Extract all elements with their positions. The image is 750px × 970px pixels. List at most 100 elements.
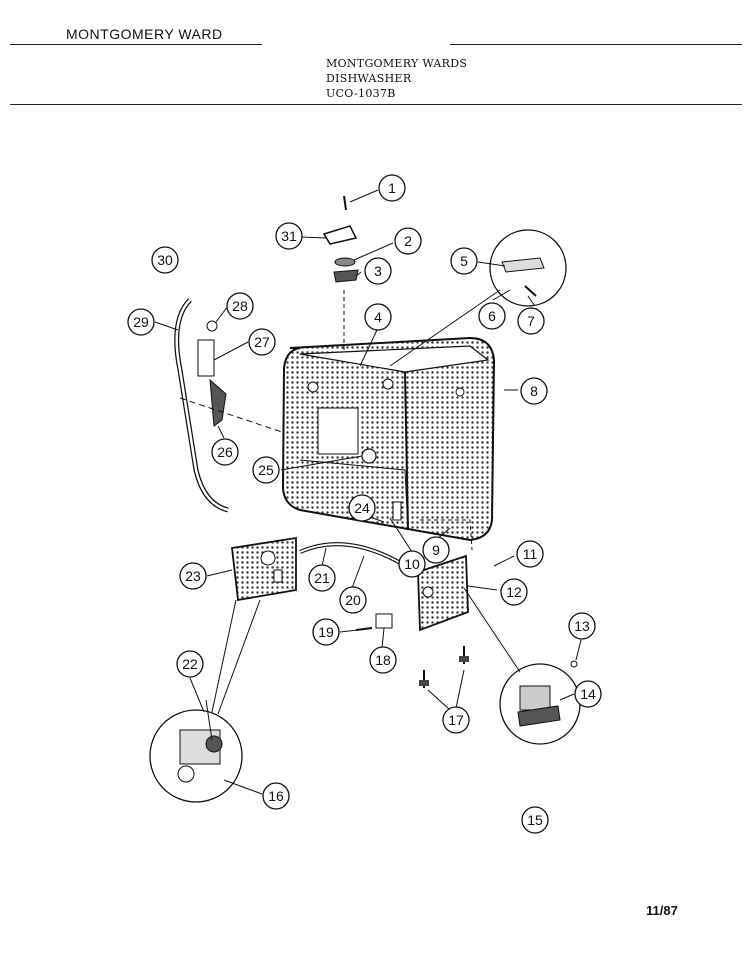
callout-number: 16	[268, 788, 284, 804]
callout-number: 11	[523, 546, 538, 562]
callout-number: 15	[527, 812, 543, 828]
callout-number: 25	[258, 462, 274, 478]
callout-circle	[442, 706, 470, 734]
callout-circle	[369, 646, 397, 674]
callout-circle	[422, 536, 450, 564]
callout-31: 31	[275, 222, 303, 250]
callout-number: 2	[404, 233, 412, 249]
callout-number: 4	[374, 309, 382, 325]
callout-circle	[179, 562, 207, 590]
callout-circle	[211, 438, 239, 466]
callout-28: 28	[226, 292, 254, 320]
brand-name: MONTGOMERY WARD	[66, 26, 223, 42]
callout-22: 22	[176, 650, 204, 678]
title-line-3: UCO-1037B	[326, 87, 396, 100]
pump-inset	[149, 599, 261, 803]
callout-number: 1	[388, 180, 396, 196]
callout-circle	[516, 540, 544, 568]
callout-number: 27	[254, 334, 270, 350]
callout-circle	[348, 494, 376, 522]
callout-20: 20	[339, 586, 367, 614]
callout-14: 14	[574, 680, 602, 708]
callout-number: 19	[318, 624, 334, 640]
page-code: 11/87	[646, 903, 678, 918]
callout-12: 12	[500, 578, 528, 606]
callout-number: 13	[574, 618, 590, 634]
callout-number: 24	[354, 500, 370, 516]
callout-number: 14	[580, 686, 596, 702]
callout-circle	[500, 578, 528, 606]
callout-circle	[312, 618, 340, 646]
callout-8: 8	[520, 377, 548, 405]
callout-circle	[176, 650, 204, 678]
callout-30: 30	[151, 246, 179, 274]
callout-number: 8	[530, 383, 538, 399]
callout-number: 23	[185, 568, 201, 584]
title-line-2: DISHWASHER	[326, 72, 412, 85]
callout-3: 3	[364, 257, 392, 285]
callout-number: 26	[217, 444, 233, 460]
callout-number: 7	[527, 313, 535, 329]
callout-circle	[517, 307, 545, 335]
drain-tube	[299, 542, 414, 572]
callout-18: 18	[369, 646, 397, 674]
fill-hose-assembly	[174, 298, 283, 513]
header-rule-right	[450, 44, 742, 45]
callout-circle	[521, 806, 549, 834]
front-panel-23	[231, 536, 297, 602]
callout-circle	[394, 227, 422, 255]
callout-circle	[275, 222, 303, 250]
callout-number: 29	[133, 314, 149, 330]
callout-circle	[378, 174, 406, 202]
callout-2: 2	[394, 227, 422, 255]
callout-21: 21	[308, 564, 336, 592]
title-line-1: MONTGOMERY WARDS	[326, 57, 468, 70]
callout-number: 30	[157, 252, 173, 268]
callout-circle	[262, 782, 290, 810]
callout-circle	[520, 377, 548, 405]
callout-number: 3	[374, 263, 382, 279]
callout-17: 17	[442, 706, 470, 734]
callout-number: 9	[432, 542, 440, 558]
callout-number: 31	[281, 228, 297, 244]
side-panel-12	[417, 519, 473, 632]
callout-number: 20	[345, 592, 361, 608]
callout-4: 4	[364, 303, 392, 331]
callout-circle	[450, 247, 478, 275]
callout-circle	[308, 564, 336, 592]
callout-10: 10	[398, 550, 426, 578]
callout-5: 5	[450, 247, 478, 275]
callout-number: 10	[404, 556, 420, 572]
callout-circle	[339, 586, 367, 614]
hinge-detail-inset	[389, 229, 567, 367]
tub-assembly	[281, 336, 496, 542]
callout-circle	[364, 257, 392, 285]
leader-lines	[154, 189, 582, 795]
callout-circle	[398, 550, 426, 578]
callout-circle	[252, 456, 280, 484]
callout-6: 6	[478, 302, 506, 330]
callout-number: 6	[488, 308, 496, 324]
callout-number: 18	[375, 652, 391, 668]
callout-29: 29	[127, 308, 155, 336]
callout-23: 23	[179, 562, 207, 590]
callout-circle	[364, 303, 392, 331]
callout-number: 12	[506, 584, 522, 600]
callout-19: 19	[312, 618, 340, 646]
callout-number: 28	[232, 298, 248, 314]
callout-13: 13	[568, 612, 596, 640]
header-rule-left	[10, 44, 262, 45]
callout-number: 21	[314, 570, 330, 586]
callout-25: 25	[252, 456, 280, 484]
callout-number: 17	[448, 712, 464, 728]
callout-circle	[248, 328, 276, 356]
callout-24: 24	[348, 494, 376, 522]
callout-26: 26	[211, 438, 239, 466]
callout-7: 7	[517, 307, 545, 335]
callout-number: 22	[182, 656, 198, 672]
callout-16: 16	[262, 782, 290, 810]
callout-27: 27	[248, 328, 276, 356]
callout-11: 11	[516, 540, 544, 568]
